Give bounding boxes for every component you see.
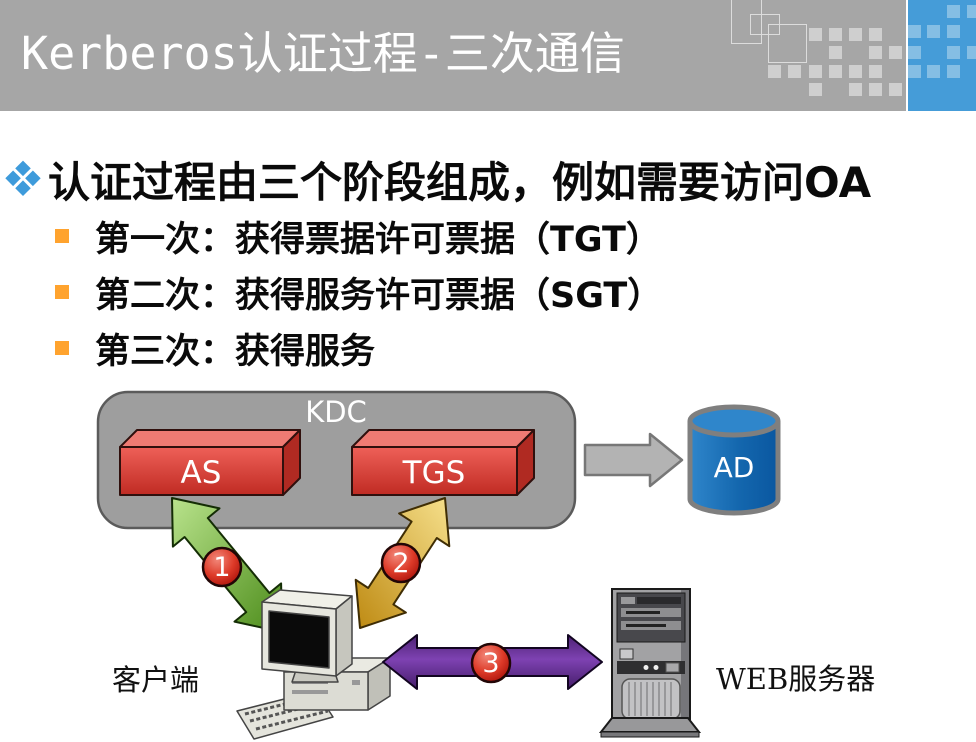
- tgs-server-box: TGS: [351, 429, 535, 496]
- slide-header: Kerberos认证过程-三次通信: [0, 0, 976, 111]
- step3-badge: 3: [470, 642, 512, 684]
- tgs-label: TGS: [402, 455, 466, 491]
- decor-outline-square: [768, 24, 807, 63]
- kdc-to-ad-arrow: [583, 432, 684, 488]
- decor-blue-squares: [908, 25, 921, 38]
- decor-outline-square: [731, 0, 762, 44]
- list-item: 第三次：获得服务: [55, 320, 662, 376]
- client-label: 客户端: [112, 663, 199, 697]
- ad-database-icon: AD: [687, 404, 781, 516]
- step1-badge: 1: [201, 546, 243, 588]
- step2-badge: 2: [380, 542, 422, 584]
- list-item: 第二次：获得服务许可票据（SGT）: [55, 264, 662, 320]
- ad-label: AD: [714, 451, 755, 484]
- client-computer-icon: [236, 589, 391, 740]
- main-bullet-text: 认证过程由三个阶段组成，例如需要访问OA: [48, 157, 872, 207]
- kerberos-diagram: KDC AS TGS AD: [96, 390, 875, 740]
- step1-number: 1: [213, 552, 230, 583]
- square-bullet-icon: [55, 285, 69, 299]
- decor-blue-bar: [906, 0, 976, 111]
- sub-bullet-list: 第一次：获得票据许可票据（TGT） 第二次：获得服务许可票据（SGT） 第三次：…: [55, 208, 662, 376]
- decor-gray-squares: [809, 28, 822, 41]
- main-bullet: 认证过程由三个阶段组成，例如需要访问OA: [5, 150, 872, 208]
- kdc-label: KDC: [305, 395, 367, 429]
- list-item: 第一次：获得票据许可票据（TGT）: [55, 208, 662, 264]
- step2-number: 2: [392, 548, 409, 579]
- diamond-bullet-icon: [5, 160, 42, 198]
- square-bullet-icon: [55, 341, 69, 355]
- step3-number: 3: [482, 648, 499, 679]
- sub-bullet-text: 第三次：获得服务: [95, 331, 376, 372]
- as-label: AS: [181, 455, 222, 491]
- as-server-box: AS: [119, 429, 301, 496]
- web-server-icon: [598, 588, 702, 738]
- sub-bullet-text: 第一次：获得票据许可票据（TGT）: [95, 219, 661, 260]
- slide-title: Kerberos认证过程-三次通信: [21, 27, 625, 80]
- sub-bullet-text: 第二次：获得服务许可票据（SGT）: [95, 275, 663, 316]
- web-server-label: WEB服务器: [716, 662, 875, 696]
- square-bullet-icon: [55, 229, 69, 243]
